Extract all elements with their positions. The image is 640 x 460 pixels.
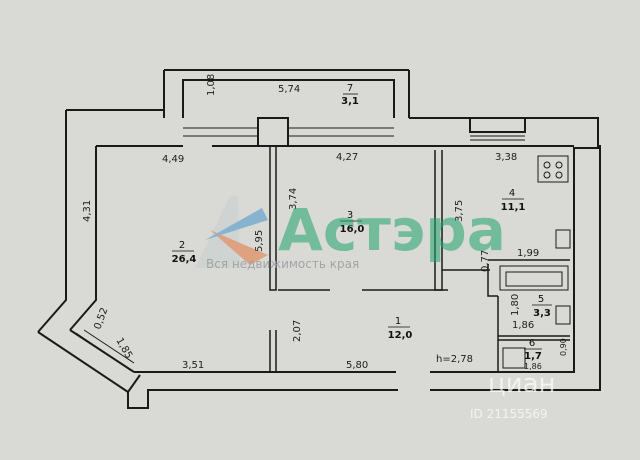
room-3-number: 3 xyxy=(347,210,353,221)
room-5-area: 3,3 xyxy=(533,308,551,319)
room-2-area: 26,4 xyxy=(172,254,197,265)
dim-wc-w: 1,86 xyxy=(524,362,542,371)
dim-balcony-depth: 1,08 xyxy=(206,74,217,96)
dim-wc-h: 0,90 xyxy=(559,338,568,356)
dim-bay-b: 1,85 xyxy=(113,336,134,361)
windows xyxy=(75,117,525,371)
dim-room2-depth: 5,95 xyxy=(254,230,265,252)
watermark-logo-text: Астэра xyxy=(278,196,506,264)
dim-room3-depth: 3,74 xyxy=(288,188,299,210)
room-4-area: 11,1 xyxy=(501,202,526,213)
dim-room2-width: 4,49 xyxy=(162,154,184,165)
partitions xyxy=(269,146,570,372)
watermark-id: ID 21155569 xyxy=(470,407,548,421)
fixtures xyxy=(499,155,571,369)
room-1-number: 1 xyxy=(395,316,401,327)
watermark-tagline: Вся недвижимость края xyxy=(206,257,359,271)
room-3-area: 16,0 xyxy=(340,224,365,235)
room-6-number: 6 xyxy=(529,338,535,349)
watermark-cian: циан ID 21155569 xyxy=(470,369,556,421)
ceiling-height: h=2,78 xyxy=(436,354,473,365)
dim-room3-width: 4,27 xyxy=(336,152,358,163)
dim-hall-depth: 2,07 xyxy=(292,320,303,342)
room-4-number: 4 xyxy=(509,188,515,199)
astera-logo-icon xyxy=(195,196,268,268)
walls xyxy=(37,69,601,409)
dim-balcony-length: 5,74 xyxy=(278,84,300,95)
dim-bath-w: 1,86 xyxy=(512,320,534,331)
dim-kitchen-small: 0,77 xyxy=(480,250,491,272)
room-6-area: 1,7 xyxy=(524,351,542,362)
watermark-astera: Астэра Вся недвижимость края xyxy=(195,196,506,271)
dim-room2-length: 4,31 xyxy=(82,200,93,222)
room-7-area: 3,1 xyxy=(341,96,359,107)
dim-hall-left: 3,51 xyxy=(182,360,204,371)
room-7-number: 7 xyxy=(347,83,353,94)
room-2-number: 2 xyxy=(179,240,185,251)
dim-bath-h: 1,80 xyxy=(510,294,521,316)
dim-room4-width: 3,38 xyxy=(495,152,517,163)
room-5-number: 5 xyxy=(538,294,544,305)
watermark-cian-text: циан xyxy=(488,369,556,399)
room-1-area: 12,0 xyxy=(388,330,413,341)
dim-bay-a: 0,52 xyxy=(92,306,110,331)
dim-kitchen-side: 1,99 xyxy=(517,248,539,259)
dim-room4-depth: 3,75 xyxy=(454,200,465,222)
room-labels: 7 3,1 2 26,4 3 16,0 4 11,1 1 12,0 5 3,3 … xyxy=(172,83,552,362)
dim-hall-right: 5,80 xyxy=(346,360,368,371)
